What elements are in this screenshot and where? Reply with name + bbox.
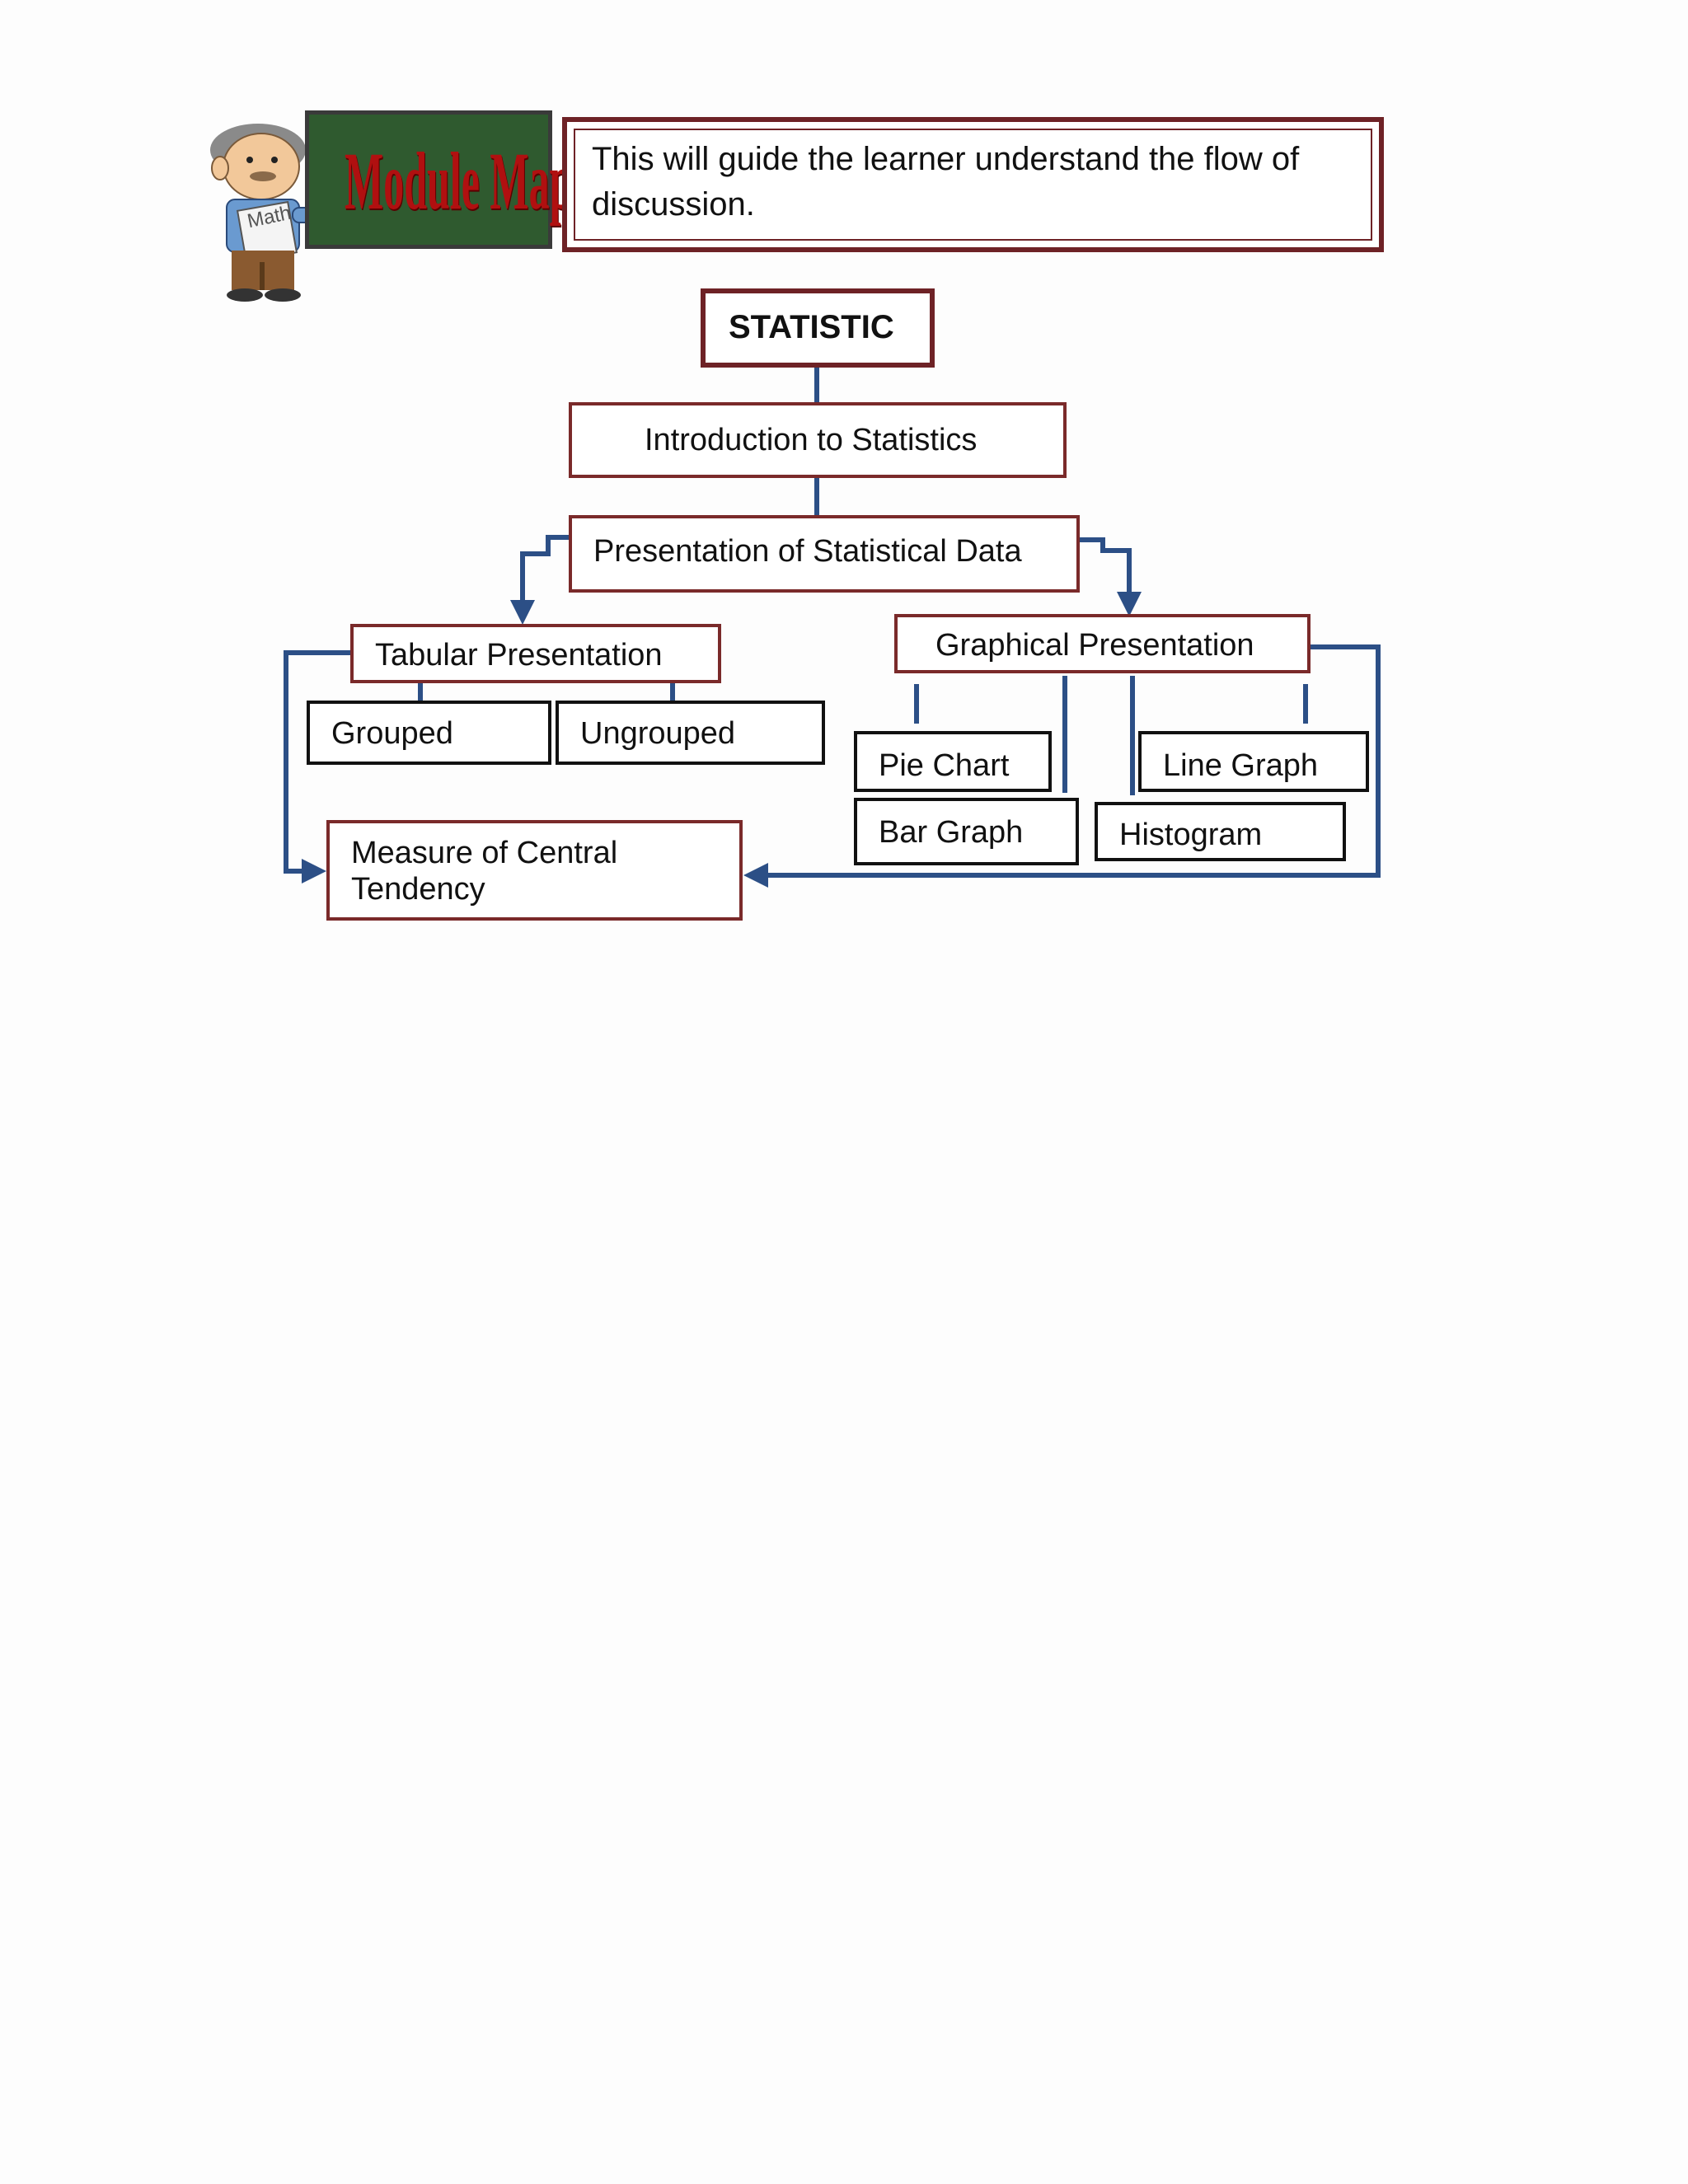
node-histogram-label: Histogram — [1119, 818, 1263, 852]
node-ungrouped-label: Ungrouped — [580, 716, 736, 751]
node-line-graph-label: Line Graph — [1163, 748, 1319, 783]
node-pie-chart-label: Pie Chart — [879, 748, 1010, 783]
node-tabular-presentation-label: Tabular Presentation — [375, 638, 663, 673]
node-histogram: Histogram — [1095, 802, 1346, 861]
connector-graphical-central-tendency — [743, 644, 1381, 888]
module-map-title: Module Map — [345, 135, 573, 227]
node-graphical-presentation: Graphical Presentation — [894, 614, 1311, 673]
node-ungrouped: Ungrouped — [556, 701, 825, 765]
info-box-inner-border — [574, 129, 1372, 241]
node-presentation: Presentation of Statistical Data — [569, 515, 1080, 593]
node-grouped-label: Grouped — [331, 716, 453, 751]
node-central-tendency-line2: Tendency — [351, 872, 485, 907]
connector-presentation-tabular — [510, 535, 569, 625]
node-statistic: STATISTIC — [701, 288, 935, 368]
node-pie-chart: Pie Chart — [854, 731, 1052, 792]
node-intro-statistics: Introduction to Statistics — [569, 402, 1067, 478]
node-bar-graph-label: Bar Graph — [879, 815, 1024, 850]
node-bar-graph: Bar Graph — [854, 798, 1079, 865]
node-central-tendency-line1: Measure of Central — [351, 836, 618, 870]
teacher-mascot-icon — [210, 124, 326, 302]
node-statistic-label: STATISTIC — [729, 309, 894, 345]
info-description: This will guide the learner understand t… — [592, 141, 1300, 223]
chalkboard — [305, 110, 552, 249]
info-box: This will guide the learner understand t… — [562, 117, 1384, 252]
node-presentation-label: Presentation of Statistical Data — [593, 534, 1022, 569]
node-grouped: Grouped — [307, 701, 551, 765]
connector-presentation-graphical — [1078, 537, 1142, 616]
node-graphical-presentation-label: Graphical Presentation — [935, 628, 1254, 663]
node-intro-statistics-label: Introduction to Statistics — [645, 423, 978, 457]
node-line-graph: Line Graph — [1138, 731, 1369, 792]
node-tabular-presentation: Tabular Presentation — [350, 624, 721, 683]
node-central-tendency: Measure of Central Tendency — [326, 820, 743, 921]
connector-tabular-central-tendency — [284, 650, 350, 883]
